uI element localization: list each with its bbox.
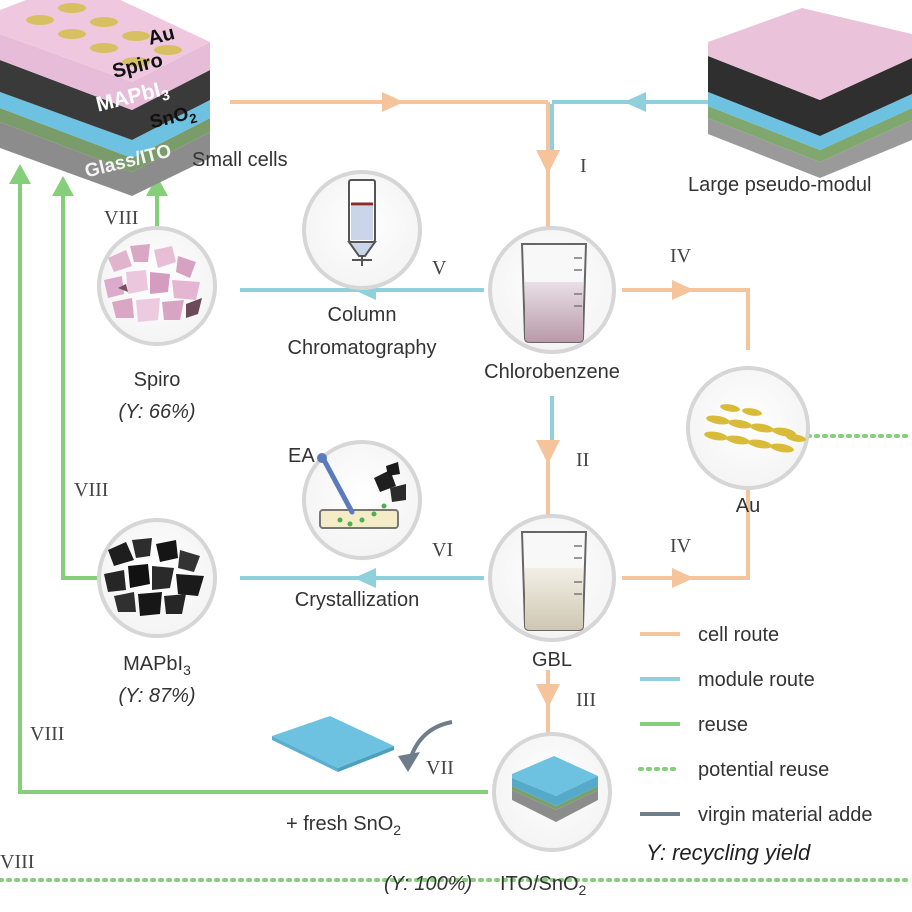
reuse-ito-up <box>18 178 488 794</box>
crystallization-label: Crystallization <box>294 589 420 611</box>
spiro-node <box>97 226 217 346</box>
mapbi3-layer <box>0 60 210 140</box>
arrow-II <box>536 440 560 464</box>
ito-substrate-icon <box>512 756 598 822</box>
large-module-caption: Large pseudo-modul <box>688 174 872 196</box>
large-module-stack <box>708 8 912 178</box>
pink-crystals-icon <box>104 244 202 322</box>
route-lines <box>0 100 912 882</box>
mapbi3-node <box>97 518 217 638</box>
arrow-VIII-left <box>9 164 31 184</box>
spiro-yield: (Y: 66%) <box>118 401 196 423</box>
step-VIII-mapbi-label: VIII <box>74 479 109 501</box>
mapbi3-yield: (Y: 87%) <box>118 685 196 707</box>
glass-ito-layer <box>0 122 210 196</box>
beaker-icon <box>520 531 588 631</box>
arrow-III <box>536 684 560 708</box>
step-VII-label: VII <box>426 757 454 779</box>
arrow-VI <box>354 568 376 588</box>
spiro-layer <box>0 34 210 110</box>
column-chromatography-node <box>302 170 422 290</box>
ito-label: ITO/SnO2 <box>500 873 587 898</box>
gold-flakes-icon <box>704 404 806 453</box>
au-node <box>686 366 810 490</box>
cell-route-IV-bottom <box>622 490 750 580</box>
step-VIII-bottom-label: VIII <box>0 851 35 873</box>
ito-yield: (Y: 100%) <box>384 873 473 895</box>
spiro-label: Spiro <box>133 369 181 391</box>
arrow-cell-top <box>382 92 404 112</box>
step-I-label: I <box>580 155 587 177</box>
crystallization-dish-icon <box>317 453 406 529</box>
arrow-VII <box>398 752 420 772</box>
mapbi3-label: MAPbI3 <box>123 653 191 678</box>
legend-item-cell-route: cell route <box>698 624 780 646</box>
chlorobenzene-label: Chlorobenzene <box>484 361 620 383</box>
gbl-node <box>488 514 616 642</box>
step-VIII-spiro-label: VIII <box>104 207 139 229</box>
step-VI-label: VI <box>432 539 454 561</box>
arrow-VIII-spiro <box>146 176 168 196</box>
arrow-I <box>536 150 560 174</box>
legend-swatches <box>638 632 682 816</box>
step-IV-top-label: IV <box>670 245 692 267</box>
arrow-IV-top <box>672 280 694 300</box>
step-III-label: III <box>576 689 596 711</box>
fresh-sno2-plate <box>272 716 394 772</box>
gbl-label: GBL <box>531 649 573 671</box>
ea-label: EA <box>288 445 315 467</box>
step-IV-bottom-label: IV <box>670 535 692 557</box>
step-V-label: V <box>432 257 447 279</box>
legend-item-module-route: module route <box>698 669 815 691</box>
arrow-module-top <box>624 92 646 112</box>
arrow-VIII-mapbi <box>52 176 74 196</box>
beaker-icon <box>520 243 588 343</box>
black-crystals-icon <box>104 538 204 616</box>
chlorobenzene-node <box>488 226 616 354</box>
ito-node <box>492 732 612 852</box>
legend-yield-note: Y: recycling yield <box>646 840 811 865</box>
small-cells-caption: Small cells <box>192 149 288 171</box>
arrow-IV-bottom <box>672 568 694 588</box>
step-II-label: II <box>576 449 590 471</box>
au-electrodes <box>26 3 182 67</box>
legend-item-potential-reuse: potential reuse <box>698 759 830 781</box>
blue-plate-icon <box>272 716 394 768</box>
ea-node <box>302 440 422 560</box>
small-cell-stack <box>0 0 210 196</box>
fresh-sno2-label: + fresh SnO2 <box>286 813 402 838</box>
column-label-line2: Chromatography <box>287 337 437 359</box>
column-label-line1: Column <box>327 304 397 326</box>
legend-item-virgin-material: virgin material adde <box>698 804 873 826</box>
au-label: Au <box>735 495 761 517</box>
legend-item-reuse: reuse <box>698 714 749 736</box>
reuse-mapbi-up <box>61 190 98 580</box>
chromatography-column-icon <box>347 179 377 266</box>
step-VIII-left-label: VIII <box>30 723 65 745</box>
cell-route-IV-top <box>622 288 750 350</box>
sno2-layer <box>0 92 210 158</box>
